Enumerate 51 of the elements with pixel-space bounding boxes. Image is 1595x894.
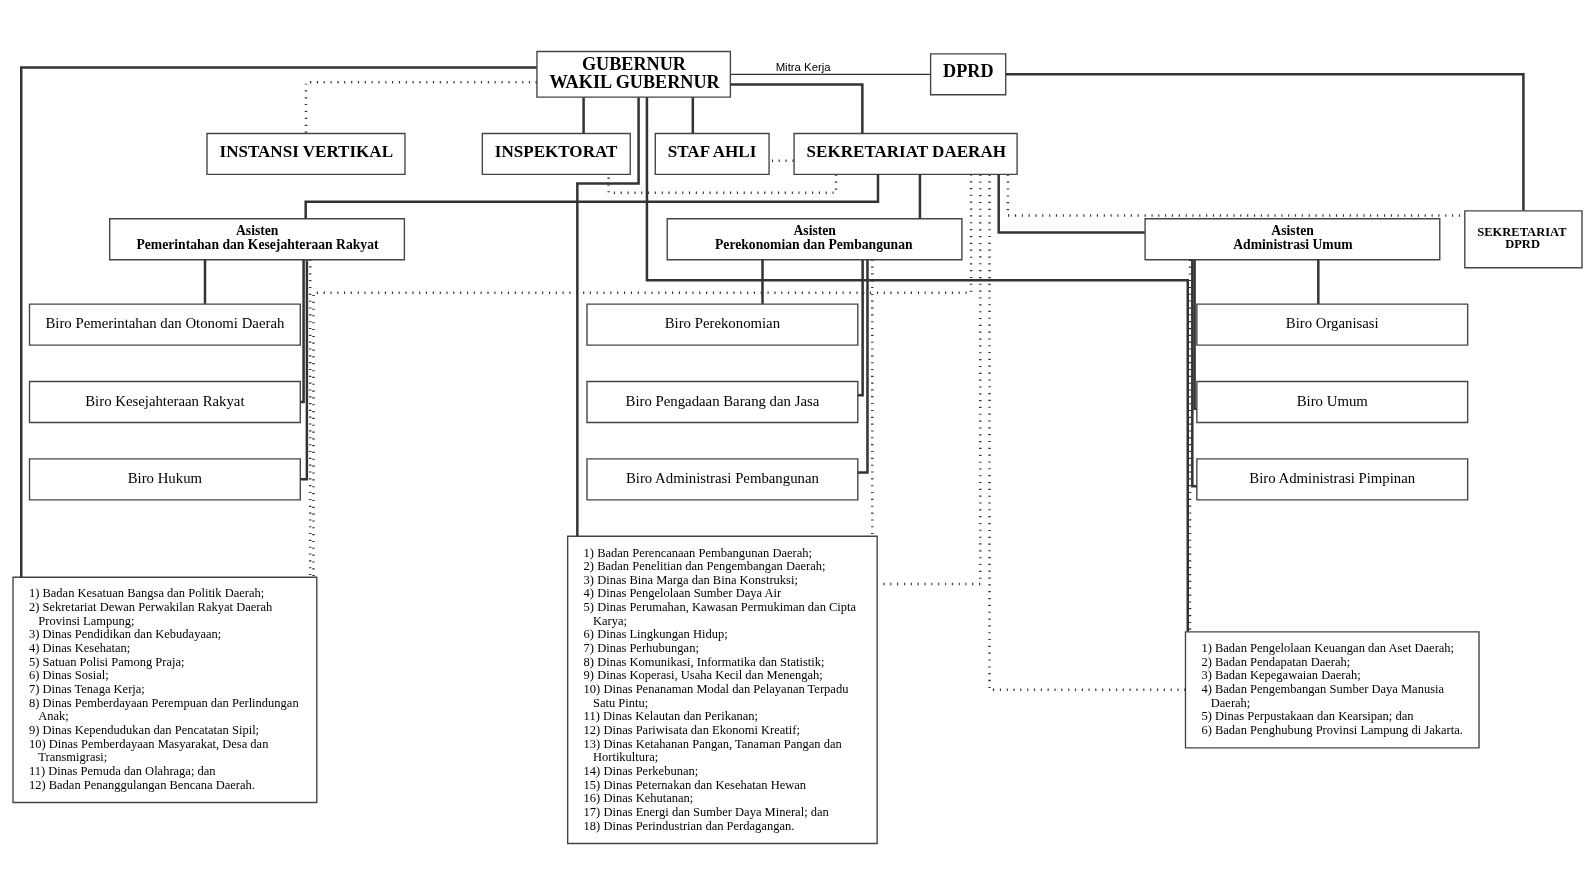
connector xyxy=(304,174,880,219)
node-box: 1) Badan Pengelolaan Keuangan dan Aset Daerah; 2) Badan Pendapatan Daerah; 3) Badan Kepegawaian Daerah; 4) Badan Pengembangan Sumber Daya Manusia Daerah; 5) Dinas Perpustakaan dan Kearsipan; dan 6) Badan Penghubung Provinsi Lampung di Jakarta. xyxy=(1184,630,1480,749)
node-box: Biro Administrasi Pembangunan xyxy=(586,457,859,501)
connector xyxy=(988,174,1186,691)
connector xyxy=(691,96,695,133)
connector xyxy=(300,259,305,403)
connector xyxy=(304,80,537,133)
node-box: Biro Kesejahteraan Rakyat xyxy=(28,380,301,423)
connector xyxy=(877,174,982,585)
connector xyxy=(645,96,1189,632)
connector xyxy=(730,82,864,133)
node-box: Biro Pengadaan Barang dan Jasa xyxy=(586,380,859,423)
connector xyxy=(1193,259,1198,410)
connector xyxy=(607,174,838,194)
node-box: DPRD xyxy=(929,52,1007,95)
node-box: Biro Pemerintahan dan Otonomi Daerah xyxy=(28,302,301,346)
node-box: 1) Badan Kesatuan Bangsa dan Politik Daerah; 2) Sekretariat Dewan Perwakilan Rakyat Daerah Provinsi Lampung; 3) Dinas Pendidikan dan Kebudayaan; 4) Dinas Kesehatan; 5) Satuan Polisi Pamong Praja; 6) Dinas Sosial; 7) Dinas Tenaga Kerja; 8) Dinas Pemberdayaan Perempuan dan Perlindungan Anak; 9) Dinas Kependudukan dan Pencatatan Sipil; 10) Dinas Pemberdayaan Masyarakat, Desa dan Transmigrasi; 11) Dinas Pemuda dan Olahraga; dan 12) Badan Penanggulangan Bencana Daerah. xyxy=(12,576,318,803)
connector xyxy=(729,73,932,75)
connector xyxy=(1317,259,1320,304)
connector xyxy=(308,259,312,577)
node-box: Biro Organisasi xyxy=(1196,302,1469,346)
node-box: Asisten Pemerintahan dan Kesejahteraan Rakyat xyxy=(109,217,406,260)
connector xyxy=(582,96,585,133)
node-box: Biro Administrasi Pimpinan xyxy=(1196,457,1469,501)
node-box: STAF AHLI xyxy=(654,132,770,175)
node-box: 1) Badan Perencanaan Pembangunan Daerah; 2) Badan Penelitian dan Pengembangan Daerah; 3) Dinas Bina Marga dan Bina Konstruksi; 4) Dinas Pengelolaan Sumber Daya Air 5) Dinas Perumahan, Kawasan Permukiman dan Cipta Karya; 6) Dinas Lingkungan Hidup; 7) Dinas Perhubungan; 8) Dinas Komunikasi, Informatika dan Statistik; 9) Dinas Koperasi, Usaha Kecil dan Menengah; 10) Dinas Penanaman Modal dan Pelayanan Terpadu Satu Pintu; 11) Dinas Kelautan dan Perikanan; 12) Dinas Pariwisata dan Ekonomi Kreatif; 13) Dinas Ketahanan Pangan, Tanaman Pangan dan Hortikultura; 14) Dinas Perkebunan; 15) Dinas Peternakan dan Kesehatan Hewan 16) Dinas Kehutanan; 17) Dinas Energi dan Sumber Daya Mineral; dan 18) Dinas Perindustrian dan Perdagangan. xyxy=(567,535,878,844)
node-box: SEKRETARIAT DAERAH xyxy=(793,132,1018,175)
connector xyxy=(20,65,537,577)
node-box: INSTANSI VERTIKAL xyxy=(206,132,406,175)
connector xyxy=(312,173,973,577)
node-box: SEKRETARIAT DPRD xyxy=(1464,209,1583,268)
connector xyxy=(576,96,640,536)
connector xyxy=(857,259,864,396)
connector xyxy=(857,259,869,474)
connector xyxy=(203,259,207,304)
node-box: Asisten Perekonomian dan Pembangunan xyxy=(666,217,963,260)
connector xyxy=(997,174,1145,234)
connector xyxy=(761,259,764,304)
connector xyxy=(1191,259,1197,487)
connector xyxy=(918,174,922,218)
node-box: Asisten Administrasi Umum xyxy=(1144,217,1441,260)
node-box: Biro Perekonomian xyxy=(586,302,859,346)
connector xyxy=(300,259,309,481)
connector xyxy=(1188,259,1192,631)
connector xyxy=(871,259,874,536)
edge-label: Mitra Kerja xyxy=(775,60,831,73)
node-box: Biro Umum xyxy=(1196,380,1469,423)
node-box: INSPEKTORAT xyxy=(481,132,631,175)
node-box: GUBERNUR WAKIL GUBERNUR xyxy=(536,50,732,98)
connector xyxy=(1005,72,1525,211)
node-box: Biro Hukum xyxy=(28,457,301,501)
